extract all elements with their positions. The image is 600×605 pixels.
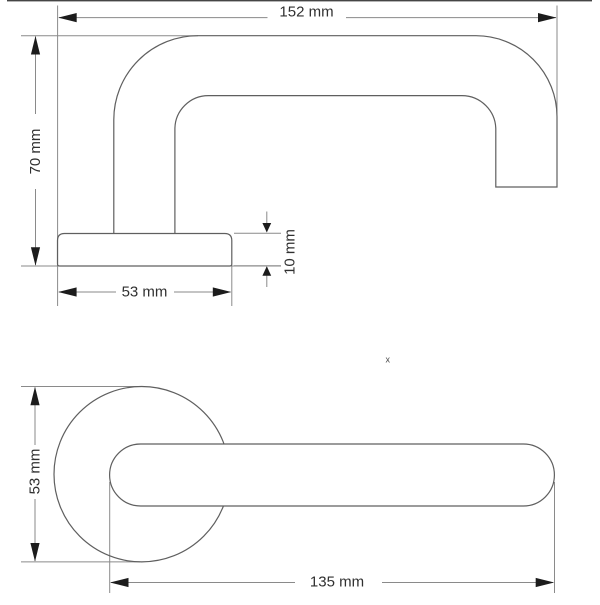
- svg-text:152 mm: 152 mm: [279, 4, 333, 21]
- svg-text:53 mm: 53 mm: [122, 284, 168, 301]
- svg-text:x: x: [385, 355, 390, 365]
- svg-text:10 mm: 10 mm: [281, 229, 298, 275]
- svg-text:70 mm: 70 mm: [27, 129, 44, 175]
- svg-text:135 mm: 135 mm: [310, 574, 364, 591]
- svg-text:53 mm: 53 mm: [26, 449, 43, 495]
